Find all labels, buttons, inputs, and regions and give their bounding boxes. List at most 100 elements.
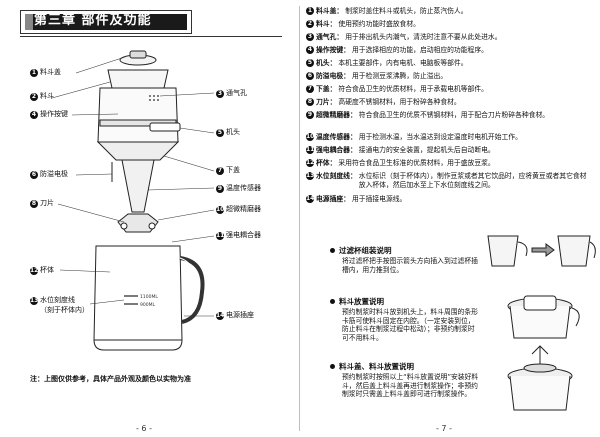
callout-number: 14 xyxy=(216,311,225,320)
part-name: 超微精磨器： xyxy=(316,111,357,119)
scale-mark-upper: 1100ML xyxy=(140,294,158,300)
left-page: 第三章 部件及功能 xyxy=(20,10,282,433)
part-description: 符合食品卫生的优质材料，用于承载电机等部件。 xyxy=(338,85,488,93)
callout-label: 电源插座 xyxy=(226,311,254,319)
part-number: 1 xyxy=(306,7,314,15)
callout-number: 6 xyxy=(30,170,38,179)
part-number: 7 xyxy=(306,85,314,93)
callout-water-level: 13 水位刻度线 xyxy=(30,296,75,305)
callout-power-socket: 14 电源插座 xyxy=(216,311,254,320)
lower-cover-shape xyxy=(96,141,180,161)
callout-label: 操作按键 xyxy=(40,110,68,118)
callout-number: 4 xyxy=(30,110,38,119)
part-name: 水位刻度线： xyxy=(316,172,357,180)
callout-motor-head: 5 机头 xyxy=(216,128,240,137)
section-title: 过滤杯组装说明 xyxy=(330,246,480,255)
part-number: 14 xyxy=(306,195,315,203)
callout-number: 1 xyxy=(30,68,38,77)
page-divider xyxy=(299,6,300,431)
part-name: 强电耦合器： xyxy=(316,146,357,154)
blade-shape xyxy=(117,213,159,233)
callout-water-level-note: （刻于杯体内） xyxy=(40,306,89,315)
callout-number: 2 xyxy=(30,92,38,101)
part-number: 13 xyxy=(306,172,315,180)
callout-hopper: 2 料斗 xyxy=(30,92,54,101)
callout-temperature-sensor: 9 温度传感器 xyxy=(216,184,261,193)
section-body: 将过滤杯把手按图示箭头方向插入到过滤杯插槽内，用力推到位。 xyxy=(342,257,478,274)
callout-label: 杯体 xyxy=(40,266,54,274)
callout-label: 温度传感器 xyxy=(226,184,261,192)
part-name: 刀片： xyxy=(316,98,337,106)
part-number: 4 xyxy=(306,46,314,54)
callout-label: 刀片 xyxy=(40,199,54,207)
part-name: 下盖： xyxy=(316,85,337,93)
page-number: - 7 - xyxy=(436,424,452,433)
bullet-icon xyxy=(330,299,335,304)
part-description: 高硬度不锈钢材料，用于粉碎各种食材。 xyxy=(338,98,461,106)
filter-cup-left-shape xyxy=(487,235,519,267)
cup-body-shape xyxy=(93,245,183,351)
part-name: 温度传感器： xyxy=(316,133,357,141)
callout-number: 3 xyxy=(216,89,224,98)
header-rule xyxy=(20,36,282,37)
part-description: 用于排出机头内潮气，清洗时注意不要从此处进水。 xyxy=(345,33,502,41)
part-number: 6 xyxy=(306,72,314,80)
callout-power-coupler: 11 强电耦合器 xyxy=(216,231,261,240)
callout-number: 7 xyxy=(216,166,224,175)
callout-label: （刻于杯体内） xyxy=(40,306,89,314)
callout-label: 通气孔 xyxy=(226,89,247,97)
part-number: 12 xyxy=(306,159,315,167)
section-title: 料斗盖、料斗放置说明 xyxy=(330,362,480,371)
part-description: 用于检测豆浆沸腾，防止溢出。 xyxy=(351,72,448,80)
part-name: 电源插座： xyxy=(316,195,350,203)
callout-label: 料斗盖 xyxy=(40,68,61,76)
callout-ultrafine-grinder: 10 超微精磨器 xyxy=(216,205,261,214)
callout-label: 料斗 xyxy=(40,92,54,100)
bullet-icon xyxy=(330,248,335,253)
callout-label: 强电耦合器 xyxy=(226,231,261,239)
callout-number: 12 xyxy=(30,266,39,275)
part-number: 8 xyxy=(306,98,314,106)
section-title: 料斗放置说明 xyxy=(330,297,480,306)
chapter-title: 第三章 部件及功能 xyxy=(34,13,152,28)
callout-lower-cover: 7 下盖 xyxy=(216,166,240,175)
part-description: 制浆时盖住料斗或机头，防止蒸汽伤人。 xyxy=(345,7,468,15)
assembly-illustrations xyxy=(487,235,596,411)
part-name: 料斗： xyxy=(316,20,337,28)
part-name: 操作按键： xyxy=(316,46,350,54)
part-description: 水位标识（刻于杯体内），制作豆浆或者其它饮品时，应将黄豆或者其它食材放入杯体，然… xyxy=(358,172,587,189)
part-number: 9 xyxy=(306,111,314,119)
chapter-header xyxy=(20,10,192,34)
callout-operation-keys: 4 操作按键 xyxy=(30,110,68,119)
arrow-icon xyxy=(531,243,555,257)
part-description: 用于选择相应的功能，启动相应的功能程序。 xyxy=(351,46,488,54)
callout-cup-body: 12 杯体 xyxy=(30,266,54,275)
bullet-icon xyxy=(330,364,335,369)
part-description: 用于检测水温，当水温达到设定温度时电机开始工作。 xyxy=(358,133,522,141)
callout-vent: 3 通气孔 xyxy=(216,89,247,98)
part-description: 符合食品卫生的优质不锈钢材料，用于配合刀片粉碎各种食材。 xyxy=(358,111,550,119)
filter-column-shape xyxy=(121,159,155,213)
callout-number: 11 xyxy=(216,231,225,240)
hopper-shape xyxy=(107,69,169,89)
callout-label: 下盖 xyxy=(226,166,240,174)
part-number: 11 xyxy=(306,146,315,154)
callout-number: 10 xyxy=(216,205,225,214)
callout-label: 防溢电极 xyxy=(40,170,68,178)
part-name: 通气孔： xyxy=(316,33,344,41)
part-name: 料斗盖： xyxy=(316,7,344,15)
filter-cup-right-shape xyxy=(557,235,591,267)
part-description: 用于插接电源线。 xyxy=(351,195,407,203)
callout-number: 8 xyxy=(30,199,38,208)
motor-head-shape xyxy=(97,87,179,143)
